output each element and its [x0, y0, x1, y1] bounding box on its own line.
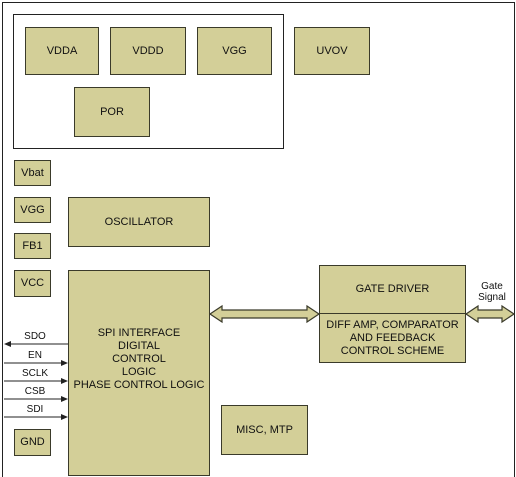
oscillator-block: OSCILLATOR [68, 197, 210, 247]
diff-line-1: DIFF AMP, COMPARATOR [326, 318, 459, 331]
diff-amp-block: DIFF AMP, COMPARATOR AND FEEDBACK CONTRO… [319, 313, 466, 363]
csb-arrowhead [61, 396, 68, 402]
sclk-pin-label: SCLK [21, 368, 49, 379]
vbat-label: Vbat [21, 166, 44, 179]
fb1-block: FB1 [14, 233, 51, 259]
en-arrowhead [61, 360, 68, 366]
vbat-block: Vbat [14, 160, 51, 186]
spi-line-4: LOGIC [121, 365, 157, 378]
vdda-label: VDDA [46, 44, 78, 57]
vcc-block: VCC [14, 270, 51, 297]
vddd-label: VDDD [132, 44, 164, 57]
en-pin-label: EN [28, 350, 42, 361]
sdi-pin-label: SDI [26, 404, 44, 415]
vgg-top-block: VGG [197, 27, 272, 75]
spi-logic-block: SPI INTERFACE DIGITAL CONTROL LOGIC PHAS… [68, 270, 210, 476]
vdda-block: VDDA [25, 27, 99, 75]
misc-mtp-label: MISC, MTP [236, 423, 293, 436]
vgg-pin-label: VGG [20, 203, 45, 216]
vgg-pin-block: VGG [14, 197, 51, 223]
gnd-label: GND [20, 436, 45, 448]
diff-line-2: AND FEEDBACK [349, 331, 436, 344]
vgg-top-label: VGG [222, 44, 247, 57]
vcc-label: VCC [20, 277, 45, 289]
por-label: POR [100, 105, 124, 118]
sdo-arrowhead [4, 341, 11, 347]
por-block: POR [74, 87, 150, 137]
csb-pin-label: CSB [24, 386, 46, 397]
uvov-block: UVOV [294, 27, 370, 75]
sdo-pin-label: SDO [24, 331, 46, 342]
gate-signal-label: Gate Signal [470, 281, 514, 303]
gate-signal-line-1: Gate [481, 281, 503, 292]
vddd-block: VDDD [110, 27, 186, 75]
sdi-arrowhead [61, 414, 68, 420]
fb1-label: FB1 [22, 239, 43, 252]
uvov-label: UVOV [316, 44, 348, 57]
diff-line-3: CONTROL SCHEME [340, 344, 445, 357]
spi-line-2: DIGITAL [118, 339, 160, 352]
misc-mtp-block: MISC, MTP [221, 405, 308, 455]
gate-driver-label: GATE DRIVER [355, 283, 430, 295]
spi-line-3: CONTROL [112, 352, 166, 365]
power-group-frame [13, 14, 284, 149]
spi-line-5: PHASE CONTROL LOGIC [73, 378, 205, 391]
oscillator-label: OSCILLATOR [104, 215, 174, 228]
gate-signal-line-2: Signal [478, 292, 506, 303]
gnd-block: GND [14, 429, 51, 456]
bus-arrow-logic-gate-driver [208, 304, 321, 324]
gate-driver-block: GATE DRIVER [319, 265, 466, 314]
sclk-arrowhead [61, 378, 68, 384]
spi-line-1: SPI INTERFACE [97, 326, 181, 339]
gate-signal-arrow [464, 304, 516, 324]
